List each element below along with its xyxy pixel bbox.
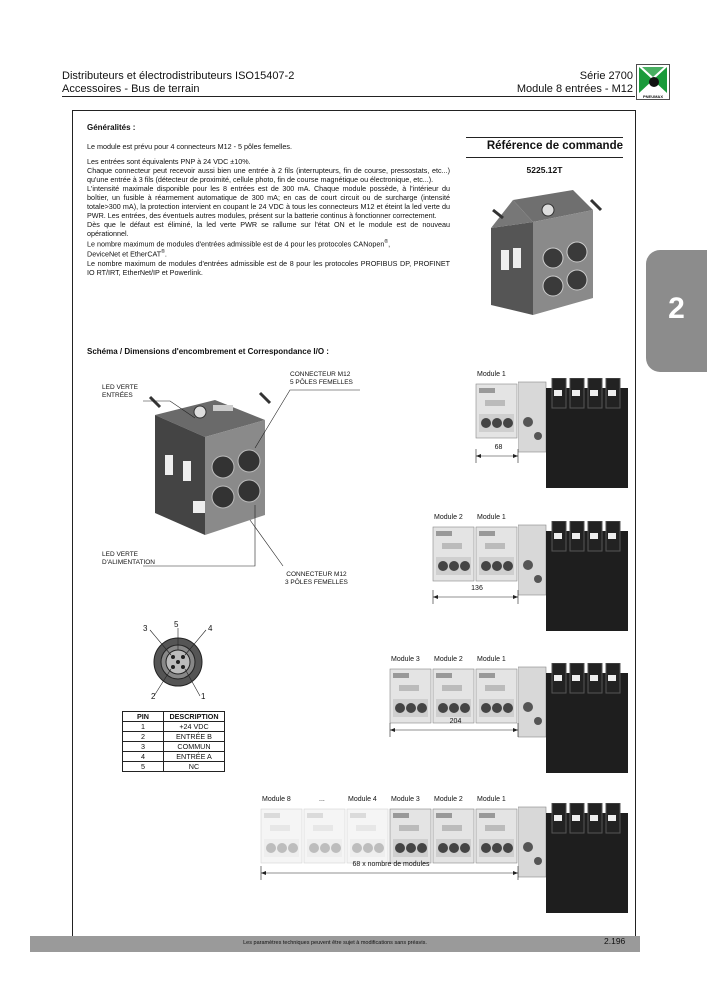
- module-label: Module 4: [348, 796, 377, 803]
- valve-island: [518, 803, 628, 913]
- chapter-number: 2: [668, 292, 685, 325]
- svg-text:PNEUMAX: PNEUMAX: [643, 94, 663, 99]
- pin-table-header: PIN DESCRIPTION: [122, 711, 225, 722]
- module-label: Module 8: [262, 796, 291, 803]
- dimension-line: [475, 449, 519, 463]
- dimension-label: 136: [471, 585, 483, 592]
- paragraph-2: Les entrées sont équivalents PNP à 24 VD…: [87, 157, 251, 166]
- module-block: [475, 668, 518, 724]
- table-row: 1+24 VDC: [122, 721, 225, 732]
- description-text: Le module est prévu pour 4 connecteurs M…: [87, 142, 450, 277]
- footer-note: Les paramètres techniques peuvent être s…: [243, 940, 427, 946]
- footer-bar: Les paramètres techniques peuvent être s…: [30, 936, 640, 952]
- dimension-label: 68: [494, 444, 503, 451]
- paragraph-6: Le nombre maximum de modules d'entrées a…: [87, 239, 391, 249]
- header-left: Distributeurs et électrodistributeurs IS…: [62, 70, 294, 96]
- order-rule-top: [466, 137, 623, 138]
- valve-island: [518, 521, 628, 631]
- header-rule: [62, 96, 635, 97]
- frame-top: [72, 110, 636, 111]
- module-block: [389, 668, 432, 724]
- frame-left: [72, 110, 73, 936]
- paragraph-4: L'intensité maximale disponible pour les…: [87, 184, 450, 220]
- product-photo: [483, 180, 603, 325]
- label-connector-3: CONNECTEUR M12 3 PÔLES FEMELLES: [285, 571, 348, 586]
- header-title: Distributeurs et électrodistributeurs IS…: [62, 70, 295, 82]
- dimension-line: [260, 866, 519, 880]
- dimension-label: 68 x nombre de modules: [352, 861, 430, 868]
- module-label: Module 1: [477, 796, 506, 803]
- pin-number-3: 3: [143, 624, 148, 633]
- pin-number-2: 2: [151, 692, 156, 701]
- paragraph-7: DeviceNet et EtherCAT®.: [87, 249, 167, 259]
- module-label: ...: [319, 796, 325, 803]
- module-label: Module 1: [477, 514, 506, 521]
- module-block: [432, 668, 475, 724]
- order-code: 5225.12T: [526, 165, 563, 175]
- module-label: Module 3: [391, 796, 420, 803]
- series-label: Série 2700: [579, 70, 633, 82]
- module-block: [260, 808, 303, 864]
- module-block: [475, 808, 518, 864]
- label-led-alim: LED VERTE D'ALIMENTATION: [102, 551, 156, 566]
- module-label: Module 3: [391, 656, 420, 663]
- pneumax-logo: PNEUMAX: [636, 64, 670, 100]
- pin-number-5: 5: [174, 620, 179, 629]
- valve-island: [518, 663, 628, 773]
- order-rule-bottom: [466, 157, 623, 158]
- section-title: Généralités :: [87, 123, 136, 132]
- module-label: Module 8 entrées - M12: [516, 83, 633, 95]
- schema-title: Schéma / Dimensions d'encombrement et Co…: [87, 347, 329, 356]
- paragraph-1: Le module est prévu pour 4 connecteurs M…: [87, 142, 292, 151]
- module-label: Module 2: [434, 514, 463, 521]
- module-block: [389, 808, 432, 864]
- order-title: Référence de commande: [486, 140, 623, 152]
- module-label: Module 1: [477, 656, 506, 663]
- module-label: Module 2: [434, 796, 463, 803]
- label-led-entrees: LED VERTE ENTRÉES: [102, 384, 139, 399]
- module-block: [303, 808, 346, 864]
- dimension-line: [389, 723, 519, 737]
- module-block: [475, 526, 518, 582]
- module-block: [432, 526, 475, 582]
- module-block: [432, 808, 475, 864]
- module-label: Module 1: [477, 371, 506, 378]
- header-right: Série 2700 Module 8 entrées - M12: [517, 70, 633, 96]
- dimension-line: [432, 590, 519, 604]
- connector-pinout: [140, 620, 220, 710]
- module-block: [475, 383, 518, 439]
- paragraph-5: Dès que le défaut est éliminé, la led ve…: [87, 220, 450, 238]
- module-label: Module 2: [434, 656, 463, 663]
- paragraph-3: Chaque connecteur peut recevoir aussi bi…: [87, 166, 450, 184]
- page-number: 2.196: [604, 936, 626, 946]
- pin-number-4: 4: [208, 624, 213, 633]
- module-block: [346, 808, 389, 864]
- pin-number-1: 1: [201, 692, 206, 701]
- dimension-label: 204: [449, 718, 462, 725]
- frame-right: [635, 110, 636, 936]
- paragraph-8: Le nombre maximum de modules d'entrées a…: [87, 258, 450, 277]
- label-connector-5: CONNECTEUR M12 5 PÔLES FEMELLES: [290, 371, 353, 386]
- valve-island: [518, 378, 628, 488]
- chapter-tab: 2: [646, 250, 707, 372]
- header-subtitle: Accessoires - Bus de terrain: [62, 83, 200, 95]
